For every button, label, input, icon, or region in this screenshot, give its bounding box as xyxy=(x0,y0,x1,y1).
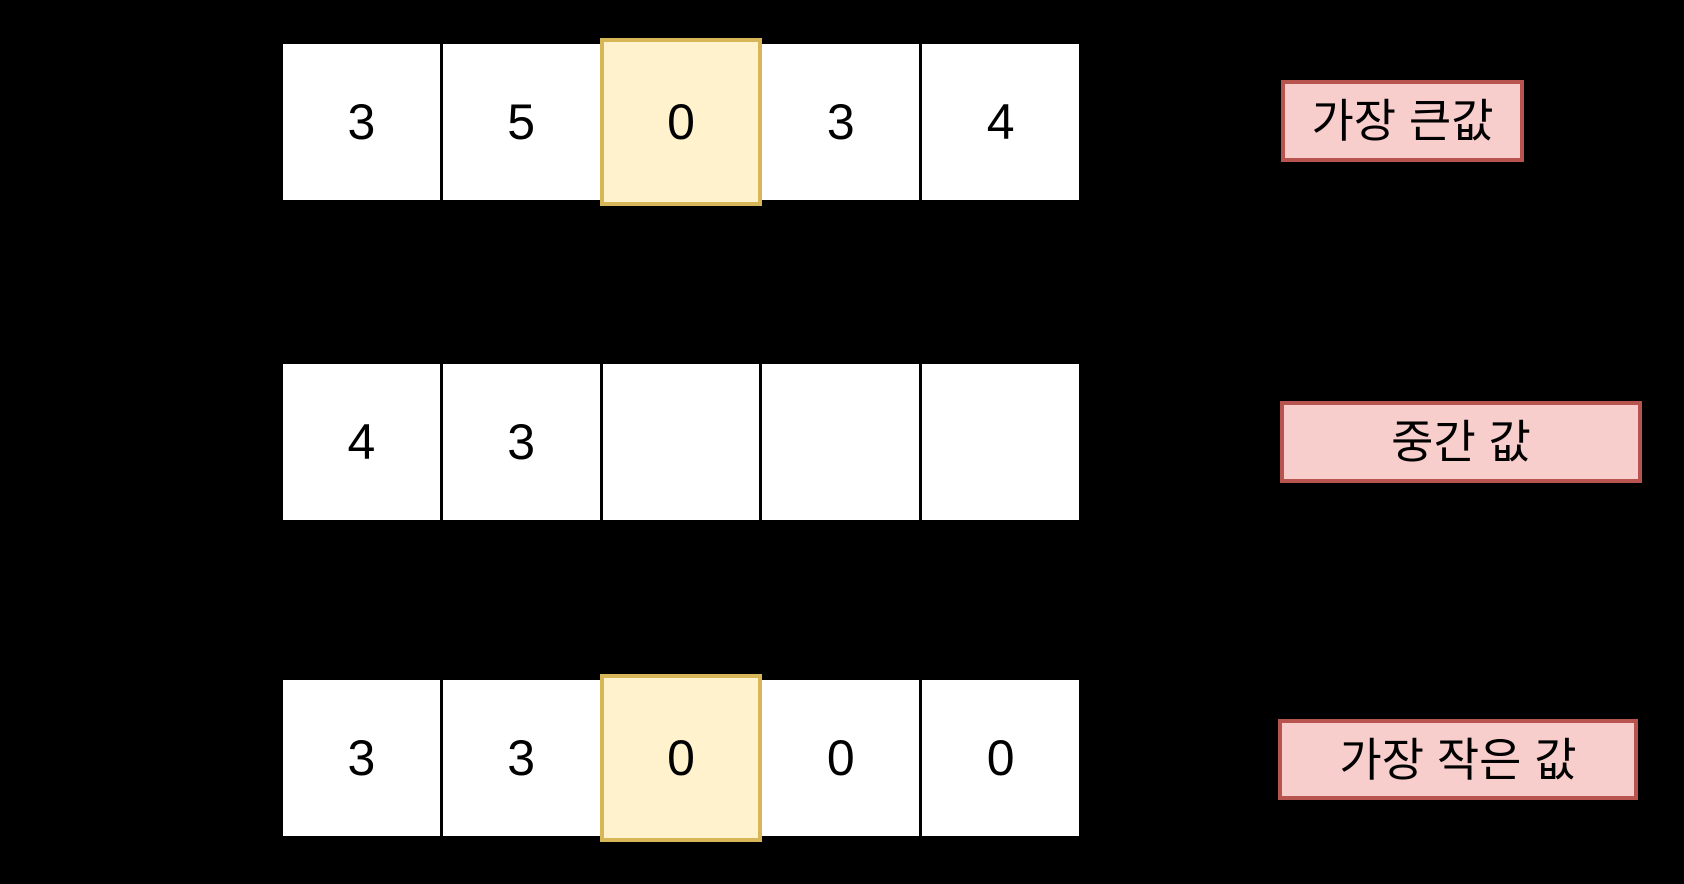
array-cell: 4 xyxy=(922,44,1079,200)
label-middle-value: 중간 값 xyxy=(1280,401,1642,483)
array-cell-highlighted: 0 xyxy=(599,674,763,842)
array-cell: 3 xyxy=(283,680,440,836)
array-cell: 3 xyxy=(442,680,600,836)
label-largest-value: 가장 큰값 xyxy=(1281,80,1524,162)
array-cell-highlighted: 0 xyxy=(599,38,763,206)
array-cell: 0 xyxy=(922,680,1079,836)
array-cell: 3 xyxy=(442,364,600,520)
label-smallest-value: 가장 작은 값 xyxy=(1278,719,1638,800)
array-cell-empty xyxy=(762,364,920,520)
array-cell-empty xyxy=(602,364,760,520)
array-row-largest: 3 5 0 3 4 xyxy=(283,38,1079,206)
array-row-smallest: 3 3 0 0 0 xyxy=(283,674,1079,842)
array-cells: 3 3 0 0 0 xyxy=(283,674,1079,842)
array-cell: 3 xyxy=(283,44,440,200)
array-cell-empty xyxy=(922,364,1079,520)
array-cell: 4 xyxy=(283,364,440,520)
array-row-middle: 4 3 xyxy=(283,364,1079,520)
array-cell: 3 xyxy=(762,44,920,200)
array-cells: 4 3 xyxy=(283,364,1079,520)
array-cells: 3 5 0 3 4 xyxy=(283,38,1079,206)
array-cell: 0 xyxy=(762,680,920,836)
array-cell: 5 xyxy=(442,44,600,200)
